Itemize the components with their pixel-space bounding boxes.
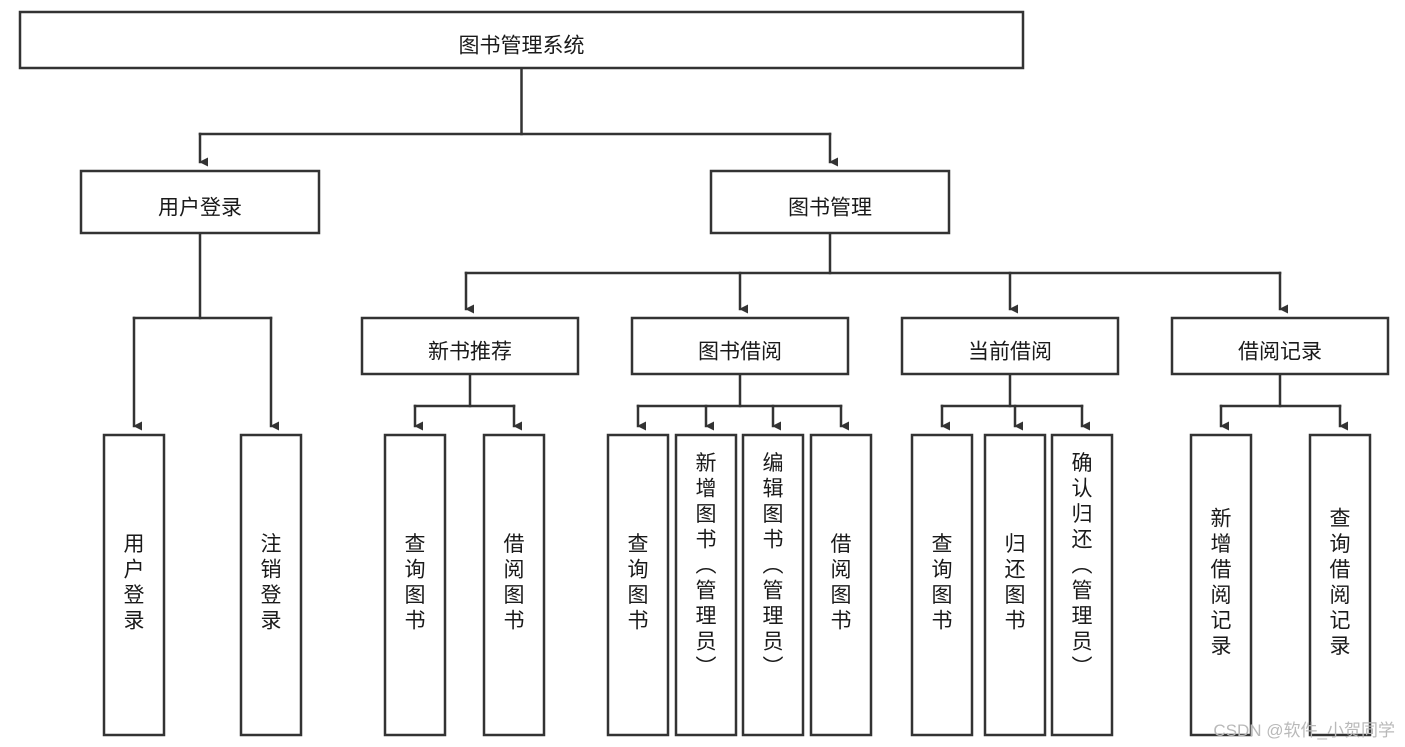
node-label-leaf-query-book-rec: 查询图书 — [405, 533, 426, 633]
node-label-book-borrow: 图书借阅 — [698, 341, 782, 364]
node-label-leaf-logout: 注销登录 — [261, 533, 282, 633]
node-book-manage[interactable]: 图书管理 — [709, 169, 951, 235]
node-box-new-book-recommend[interactable] — [360, 316, 580, 376]
node-label-leaf-user-login: 用户登录 — [124, 533, 145, 633]
node-root[interactable]: 图书管理系统 — [18, 10, 1025, 70]
node-box-book-manage[interactable] — [709, 169, 951, 235]
node-leaf-add-book[interactable]: 新增图书︵管理员︶ — [674, 433, 738, 737]
node-label-leaf-add-record: 新增借阅记录 — [1211, 508, 1232, 659]
node-current-borrow[interactable]: 当前借阅 — [900, 316, 1120, 376]
node-label-leaf-edit-book: 编辑图书︵管理员︶ — [763, 452, 784, 679]
node-box-user-login[interactable] — [79, 169, 321, 235]
node-book-borrow[interactable]: 图书借阅 — [630, 316, 850, 376]
node-leaf-return-book[interactable]: 归还图书 — [983, 433, 1047, 737]
node-label-leaf-return-book: 归还图书 — [1005, 533, 1026, 633]
node-borrow-records[interactable]: 借阅记录 — [1170, 316, 1390, 376]
node-label-root: 图书管理系统 — [459, 35, 585, 58]
node-label-leaf-confirm-return: 确认归还︵管理员︶ — [1072, 452, 1093, 679]
node-box-current-borrow[interactable] — [900, 316, 1120, 376]
node-box-root[interactable] — [18, 10, 1025, 70]
node-leaf-borrow-book-rec[interactable]: 借阅图书 — [482, 433, 546, 737]
node-leaf-confirm-return[interactable]: 确认归还︵管理员︶ — [1050, 433, 1114, 737]
node-box-leaf-logout[interactable] — [239, 433, 303, 737]
node-box-leaf-borrow-book-rec[interactable] — [482, 433, 546, 737]
node-label-leaf-query-book-borrow: 查询图书 — [628, 533, 649, 633]
node-box-borrow-records[interactable] — [1170, 316, 1390, 376]
node-box-leaf-user-login[interactable] — [102, 433, 166, 737]
node-box-leaf-return-book[interactable] — [983, 433, 1047, 737]
node-new-book-recommend[interactable]: 新书推荐 — [360, 316, 580, 376]
node-box-leaf-add-record[interactable] — [1189, 433, 1253, 737]
node-label-current-borrow: 当前借阅 — [968, 341, 1052, 364]
node-label-leaf-query-record: 查询借阅记录 — [1330, 508, 1351, 659]
node-user-login[interactable]: 用户登录 — [79, 169, 321, 235]
node-label-user-login: 用户登录 — [158, 197, 242, 220]
node-box-leaf-confirm-return[interactable] — [1050, 433, 1114, 737]
node-leaf-query-book-borrow[interactable]: 查询图书 — [606, 433, 670, 737]
node-leaf-query-record[interactable]: 查询借阅记录 — [1308, 433, 1372, 737]
node-box-leaf-query-record[interactable] — [1308, 433, 1372, 737]
node-box-leaf-query-book-rec[interactable] — [383, 433, 447, 737]
node-label-new-book-recommend: 新书推荐 — [428, 341, 512, 364]
node-label-leaf-add-book: 新增图书︵管理员︶ — [696, 452, 717, 679]
node-box-leaf-borrow-book[interactable] — [809, 433, 873, 737]
node-group: 图书管理系统用户登录图书管理新书推荐图书借阅当前借阅借阅记录用户登录注销登录查询… — [18, 10, 1390, 737]
node-label-leaf-query-book-current: 查询图书 — [932, 533, 953, 633]
node-leaf-edit-book[interactable]: 编辑图书︵管理员︶ — [741, 433, 805, 737]
node-label-borrow-records: 借阅记录 — [1238, 341, 1322, 364]
edge-group — [132, 66, 1348, 431]
node-leaf-logout[interactable]: 注销登录 — [239, 433, 303, 737]
node-label-leaf-borrow-book: 借阅图书 — [831, 533, 852, 633]
node-leaf-query-book-current[interactable]: 查询图书 — [910, 433, 974, 737]
node-box-book-borrow[interactable] — [630, 316, 850, 376]
node-label-book-manage: 图书管理 — [788, 197, 872, 220]
node-box-leaf-query-book-borrow[interactable] — [606, 433, 670, 737]
node-box-leaf-add-book[interactable] — [674, 433, 738, 737]
node-leaf-borrow-book[interactable]: 借阅图书 — [809, 433, 873, 737]
node-leaf-query-book-rec[interactable]: 查询图书 — [383, 433, 447, 737]
node-leaf-add-record[interactable]: 新增借阅记录 — [1189, 433, 1253, 737]
node-box-leaf-query-book-current[interactable] — [910, 433, 974, 737]
node-label-leaf-borrow-book-rec: 借阅图书 — [504, 533, 525, 633]
node-leaf-user-login[interactable]: 用户登录 — [102, 433, 166, 737]
node-box-leaf-edit-book[interactable] — [741, 433, 805, 737]
